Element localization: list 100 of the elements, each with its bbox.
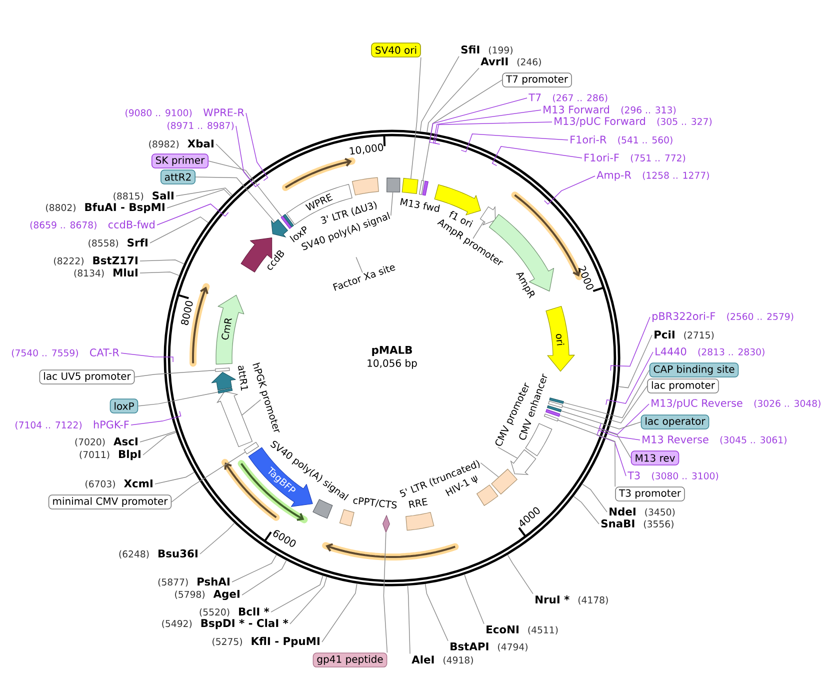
feature-label-box: T3 promoter bbox=[615, 486, 685, 502]
primer-label: L4440 (2813 .. 2830) bbox=[656, 348, 764, 356]
feature-mark bbox=[549, 398, 564, 404]
enzyme-site-label: (8558) SrfI bbox=[88, 238, 148, 248]
feature-label: RRE bbox=[408, 498, 428, 508]
leader-line bbox=[171, 452, 246, 502]
feature-label: cPPT/CTS bbox=[353, 497, 397, 508]
leader-line bbox=[558, 420, 616, 487]
plasmid-name: pMALB bbox=[372, 346, 412, 356]
leader-line bbox=[270, 575, 324, 612]
feature-label-box: lac UV5 promoter bbox=[39, 370, 135, 384]
leader-line bbox=[492, 146, 582, 166]
leader-line bbox=[120, 352, 174, 362]
leader-line bbox=[424, 584, 448, 642]
feature-mark bbox=[548, 400, 564, 408]
leader-line bbox=[242, 399, 262, 416]
feature-mark bbox=[546, 405, 562, 412]
feature-label-box: SK primer bbox=[151, 154, 209, 168]
feature-label-box: loxP bbox=[110, 398, 138, 414]
leader-line bbox=[480, 462, 499, 478]
primer-label: T7 (267 .. 286) bbox=[528, 94, 608, 102]
leader-line bbox=[606, 352, 654, 406]
leader-line bbox=[598, 425, 640, 440]
scale-label: 10,000 bbox=[350, 144, 384, 155]
primer-label: F1ori-R (541 .. 560) bbox=[570, 135, 672, 145]
enzyme-site-label: EcoNI (4511) bbox=[486, 626, 558, 635]
leader-line bbox=[195, 176, 276, 222]
leader-line bbox=[138, 392, 218, 406]
enzyme-site-label: (5798) AgeI bbox=[175, 590, 240, 600]
leader-line bbox=[407, 586, 410, 654]
feature-mark bbox=[418, 180, 424, 195]
feature-label-box: M13 rev bbox=[630, 450, 680, 466]
leader-line bbox=[426, 68, 480, 133]
leader-line bbox=[422, 80, 502, 181]
enzyme-site-label: NdeI (3450) bbox=[610, 507, 675, 517]
primer-label: M13 Reverse (3045 .. 3061) bbox=[642, 436, 786, 444]
feature-block bbox=[386, 178, 400, 192]
leader-line bbox=[208, 160, 282, 217]
leader-line bbox=[140, 430, 176, 442]
leader-line bbox=[232, 554, 277, 582]
feature-block bbox=[216, 391, 253, 448]
enzyme-site-label: BstAPI (4794) bbox=[450, 642, 528, 652]
enzyme-site-label: (8815) SalI bbox=[114, 191, 174, 201]
leader-line bbox=[562, 386, 648, 424]
primer-label: M13/pUC Forward (305 .. 327) bbox=[554, 116, 712, 128]
scale-label: 2000 bbox=[578, 266, 594, 290]
feature-block: ori bbox=[546, 306, 575, 372]
feature-block: CmR bbox=[216, 294, 244, 364]
feature-block bbox=[402, 178, 418, 194]
leader-line bbox=[154, 472, 195, 484]
leader-line bbox=[596, 430, 626, 476]
enzyme-site-label: PciI (2715) bbox=[654, 330, 714, 340]
leader-line bbox=[560, 410, 642, 430]
leader-line bbox=[464, 574, 484, 624]
leader-line bbox=[140, 260, 184, 264]
leader-line bbox=[236, 126, 260, 188]
feature-label-box: minimal CMV promoter bbox=[48, 494, 172, 510]
leader-line bbox=[434, 122, 552, 145]
primer-label: F1ori-F (751 .. 772) bbox=[584, 153, 686, 163]
enzyme-site-label: (5877) PshAI bbox=[158, 577, 230, 587]
enzyme-site-label: (8134) MluI bbox=[74, 268, 138, 278]
leader-line bbox=[134, 370, 216, 378]
leader-line bbox=[433, 110, 542, 144]
leader-line bbox=[246, 112, 268, 181]
leader-line bbox=[383, 532, 388, 653]
feature-label: M13 fwd bbox=[400, 198, 440, 212]
feature-label-box: T7 promoter bbox=[502, 72, 572, 88]
leader-line bbox=[460, 134, 568, 152]
feature-label: attR1 bbox=[238, 366, 248, 391]
leader-line bbox=[582, 484, 608, 512]
leader-line bbox=[156, 204, 229, 226]
enzyme-site-label: (8222) BstZ17I bbox=[54, 256, 138, 266]
primer-label: pBR322ori-F (2560 .. 2579) bbox=[652, 312, 794, 322]
feature-label: f1 ori bbox=[449, 211, 474, 228]
leader-line bbox=[420, 56, 460, 132]
enzyme-site-label: (8982) XbaI bbox=[149, 139, 214, 149]
feature-label-box: lac operator bbox=[640, 414, 710, 430]
leader-line bbox=[598, 404, 650, 435]
primer-label: (7104 .. 7122) hPGK-F bbox=[16, 420, 129, 430]
leader-line bbox=[618, 334, 652, 388]
enzyme-site-label: SfiI (199) bbox=[461, 45, 512, 55]
feature-label-box: lac promoter bbox=[647, 378, 719, 394]
primer-label: M13 Forward (296 .. 313) bbox=[544, 105, 676, 115]
feature-label-box: SV40 ori bbox=[371, 42, 421, 58]
leader-line bbox=[290, 576, 328, 624]
leader-line bbox=[429, 98, 528, 144]
primer-label: (8971 .. 8987) bbox=[168, 122, 234, 130]
leader-line bbox=[242, 560, 287, 596]
primer-label: (9080 .. 9100) WPRE-R bbox=[126, 108, 244, 118]
feature-label: Factor Xa site bbox=[332, 265, 396, 291]
leader-line bbox=[573, 496, 600, 524]
enzyme-site-label: (5275) KflI - PpuMI bbox=[212, 636, 320, 648]
primer-label: T3 (3080 .. 3100) bbox=[628, 472, 718, 480]
leader-line bbox=[507, 554, 534, 594]
enzyme-site-label: (8802) BfuAI - BspMI bbox=[46, 202, 164, 214]
leader-line bbox=[544, 176, 596, 205]
enzyme-site-label: (7011) BlpI bbox=[80, 450, 140, 460]
enzyme-site-label: (7020) AscI bbox=[75, 438, 138, 446]
scale-label: 8000 bbox=[181, 300, 193, 326]
feature-mark bbox=[215, 368, 230, 372]
